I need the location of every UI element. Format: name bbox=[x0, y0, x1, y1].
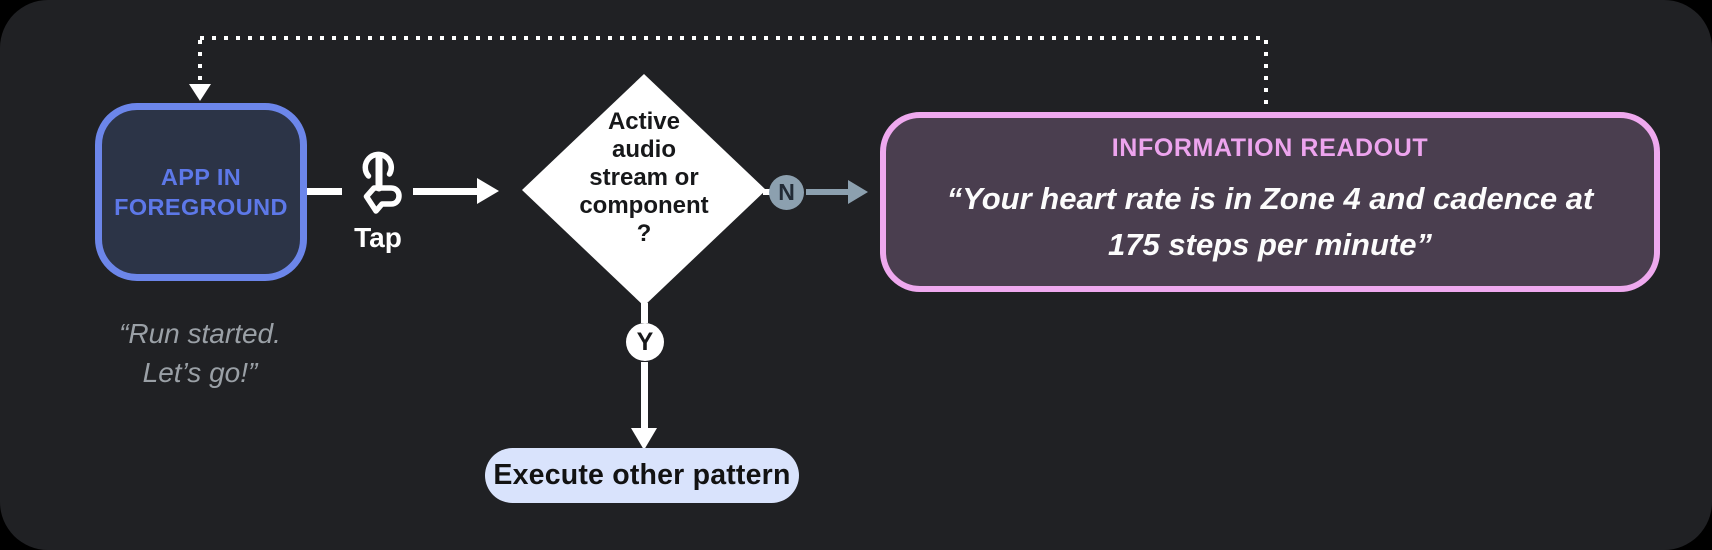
arrowhead-into-decision-icon bbox=[477, 178, 499, 204]
information-readout-quote-line1: “Your heart rate is in Zone 4 and cadenc… bbox=[946, 181, 1594, 216]
app-in-foreground-label: APP IN FOREGROUND bbox=[114, 164, 288, 220]
information-readout-title: INFORMATION READOUT bbox=[1111, 134, 1429, 162]
decision-question: Active audio stream or component ? bbox=[545, 108, 743, 248]
decision-diamond bbox=[522, 74, 766, 306]
execute-other-pattern-label: Execute other pattern bbox=[493, 459, 791, 491]
decision-line: component bbox=[579, 192, 709, 219]
tap-label: Tap bbox=[354, 222, 402, 253]
connector-tap-to-decision bbox=[413, 188, 477, 195]
execute-other-pattern-node: Execute other pattern bbox=[485, 448, 799, 503]
information-readout-node: INFORMATION READOUT “Your heart rate is … bbox=[880, 112, 1660, 292]
connector-decision-to-yes bbox=[641, 303, 648, 323]
tap-gesture-icon bbox=[347, 146, 409, 220]
connector-yes-to-action bbox=[641, 362, 648, 428]
decision-line: ? bbox=[636, 220, 652, 247]
arrowhead-into-readout-icon bbox=[848, 180, 868, 204]
app-in-foreground-node: APP IN FOREGROUND bbox=[95, 103, 307, 281]
information-readout-quote-line2: 175 steps per minute” bbox=[1108, 227, 1432, 262]
connector-app-to-tap bbox=[307, 188, 342, 195]
decision-line: stream or bbox=[589, 164, 699, 191]
decision-line: audio bbox=[612, 136, 676, 163]
no-branch-badge: N bbox=[769, 175, 804, 210]
feedback-dotted-line-horizontal bbox=[200, 36, 1266, 40]
app-voice-quote-line1: “Run started. bbox=[119, 318, 281, 349]
app-voice-quote-line2: Let’s go!” bbox=[142, 357, 258, 388]
yes-branch-badge: Y bbox=[626, 323, 664, 361]
decision-line: Active bbox=[607, 108, 681, 135]
information-readout-quote: “Your heart rate is in Zone 4 and cadenc… bbox=[886, 176, 1654, 268]
connector-decision-to-no bbox=[763, 189, 773, 195]
feedback-arrowhead-icon bbox=[189, 84, 211, 101]
connector-no-to-readout bbox=[806, 189, 850, 195]
feedback-dotted-line-right bbox=[1264, 40, 1268, 108]
app-voice-quote: “Run started. Let’s go!” bbox=[40, 314, 360, 392]
arrowhead-into-action-icon bbox=[631, 428, 657, 450]
feedback-dotted-line-left bbox=[198, 40, 202, 84]
